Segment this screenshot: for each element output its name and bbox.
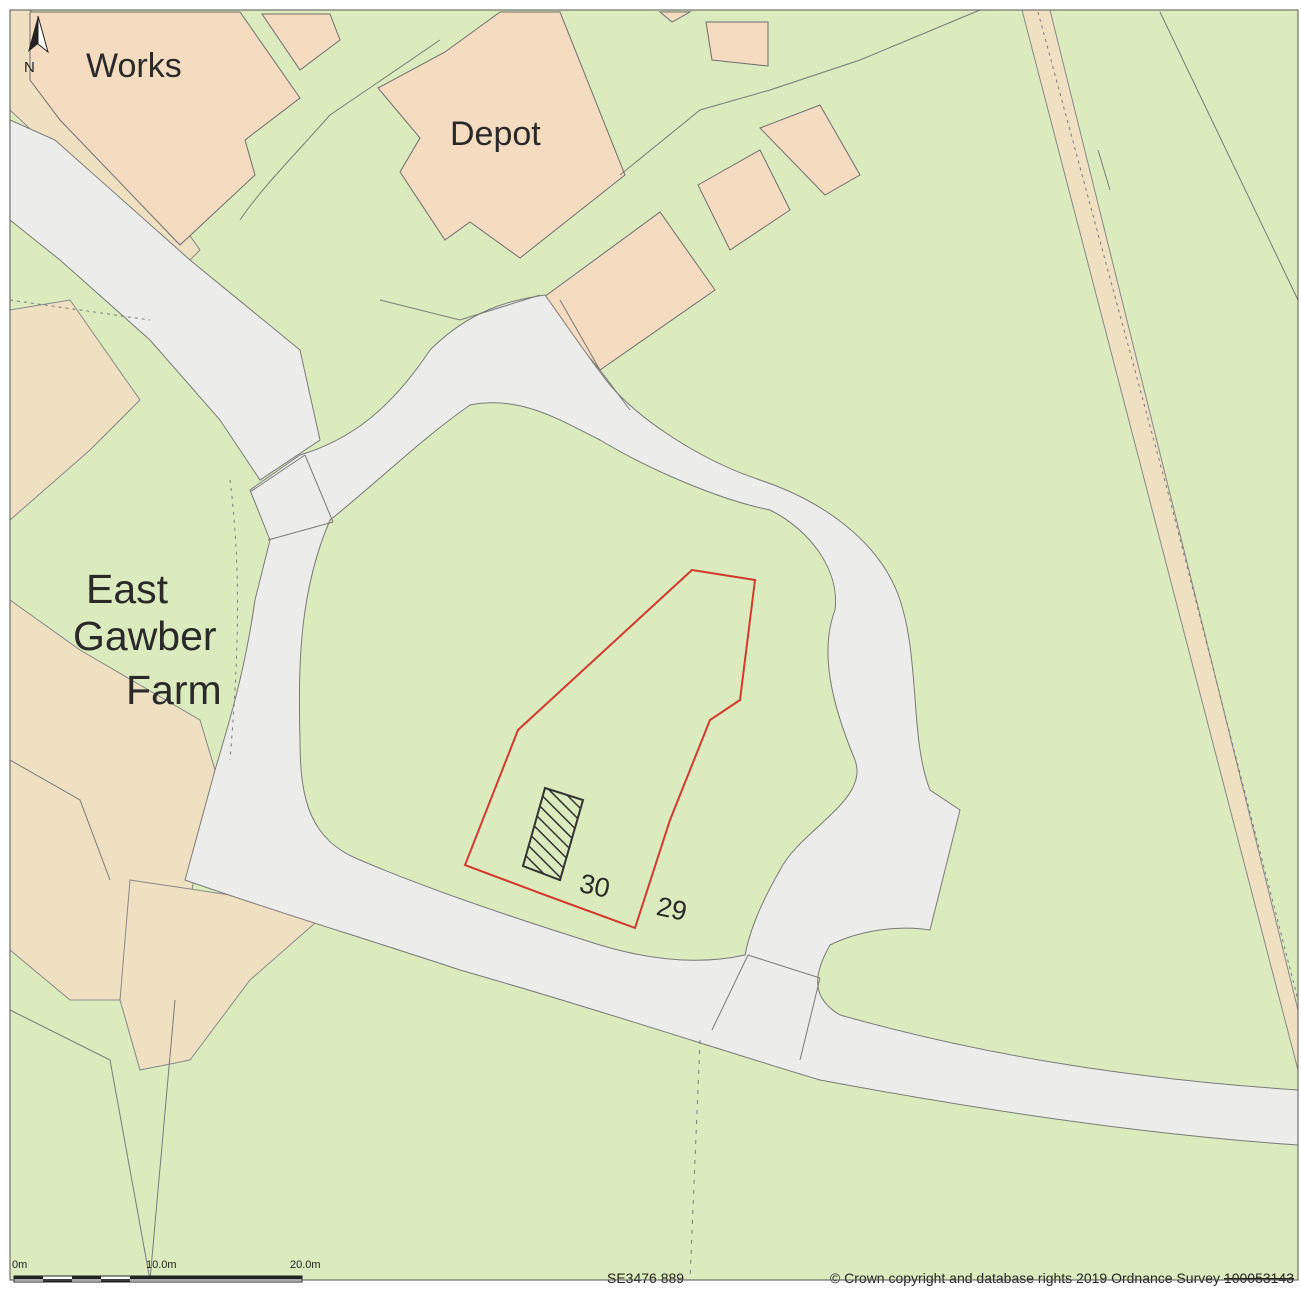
label-works: Works — [86, 47, 182, 85]
north-small-building-1 — [261, 13, 341, 71]
depot-building — [377, 11, 626, 259]
copyright-notice: © Crown copyright and database rights 20… — [830, 1270, 1294, 1286]
label-farm: Farm — [126, 667, 222, 713]
north-small-building-2 — [705, 21, 769, 67]
copyright-licence-number: 100053143 — [1224, 1270, 1294, 1286]
proposed-structure-hatched — [521, 786, 585, 882]
grid-reference: SE3476 889 — [607, 1270, 684, 1286]
north-arrow-icon: N — [24, 15, 49, 76]
field-boundaries — [9, 9, 1299, 1281]
map-frame — [9, 9, 1299, 1281]
north-small-building-3 — [658, 11, 692, 23]
works-building — [29, 11, 301, 246]
roads — [9, 119, 1299, 1146]
scale-tick-0: 0m — [12, 1259, 27, 1271]
road-crossing-lines — [249, 454, 821, 1061]
label-east: East — [86, 566, 169, 612]
label-gawber: Gawber — [73, 613, 217, 659]
house-number-30: 30 — [577, 868, 613, 904]
footer-strip — [0, 1282, 1301, 1290]
scale-tick-10: 10.0m — [146, 1259, 177, 1271]
north-west-lane — [9, 119, 321, 481]
north-label: N — [24, 59, 35, 76]
east-shed-3 — [759, 104, 861, 196]
east-shed-2 — [697, 149, 791, 251]
site-boundary — [463, 568, 757, 930]
label-depot: Depot — [450, 115, 541, 153]
house-number-29: 29 — [654, 891, 690, 927]
inner-green-cutout — [298, 402, 858, 961]
scale-tick-20: 20.0m — [290, 1259, 321, 1271]
